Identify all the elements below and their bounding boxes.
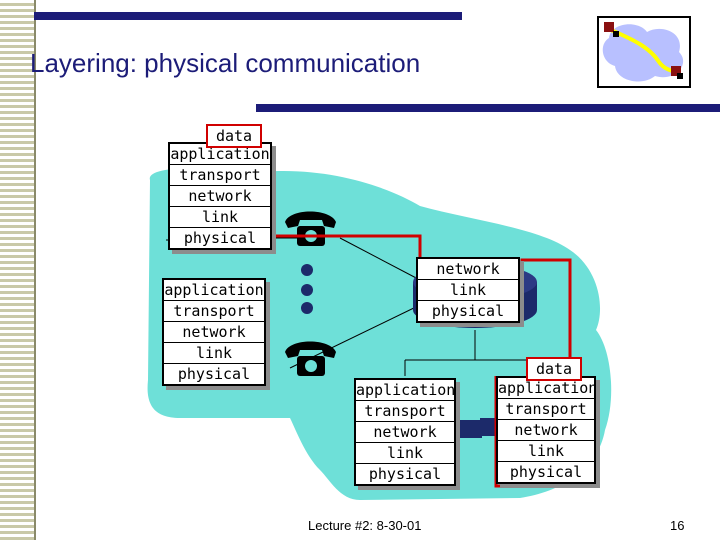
host-b-protocol-stack: application transport network link physi… — [162, 278, 266, 386]
layer-transport: transport — [164, 301, 264, 322]
slide-footer: Lecture #2: 8-30-01 — [308, 518, 422, 533]
decorative-stripes — [0, 0, 36, 540]
host-a-protocol-stack: application transport network link physi… — [168, 142, 272, 250]
slide-title: Layering: physical communication — [30, 48, 421, 78]
data-tag: data — [206, 124, 262, 148]
layer-link: link — [498, 441, 594, 462]
layer-link: link — [418, 280, 518, 301]
layer-application: application — [356, 381, 456, 401]
layer-link: link — [356, 443, 454, 464]
telephone-icon — [285, 341, 336, 376]
layer-transport: transport — [356, 401, 454, 422]
layer-network: network — [498, 420, 594, 441]
layer-link: link — [170, 207, 270, 228]
layer-application: application — [164, 281, 264, 301]
layer-application: application — [170, 145, 270, 165]
layer-network: network — [418, 259, 518, 280]
layer-physical: physical — [177, 365, 251, 383]
link-line — [339, 237, 421, 281]
title-rule-top — [34, 12, 462, 20]
more-hosts-dots — [301, 264, 313, 314]
layer-network: network — [164, 322, 264, 343]
layer-transport: transport — [170, 165, 270, 186]
layer-physical: physical — [183, 229, 257, 247]
network-cloud-logo-icon — [597, 16, 691, 88]
data-tag: data — [526, 357, 582, 381]
layer-application: application — [498, 379, 598, 399]
layer-transport: transport — [498, 399, 594, 420]
layer-link: link — [164, 343, 264, 364]
layer-network: network — [170, 186, 270, 207]
layer-physical: physical — [431, 302, 505, 320]
layer-physical: physical — [368, 465, 442, 483]
host-d-protocol-stack: application transport network link physi… — [496, 376, 598, 484]
network-port — [480, 418, 496, 436]
layer-network: network — [356, 422, 454, 443]
layer-physical: physical — [509, 463, 583, 481]
network-port — [458, 420, 482, 438]
router-protocol-stack: network link physical — [416, 257, 520, 323]
title-rule-bottom — [256, 104, 720, 112]
host-c-protocol-stack: application transport network link physi… — [354, 378, 456, 486]
page-number: 16 — [670, 518, 685, 533]
